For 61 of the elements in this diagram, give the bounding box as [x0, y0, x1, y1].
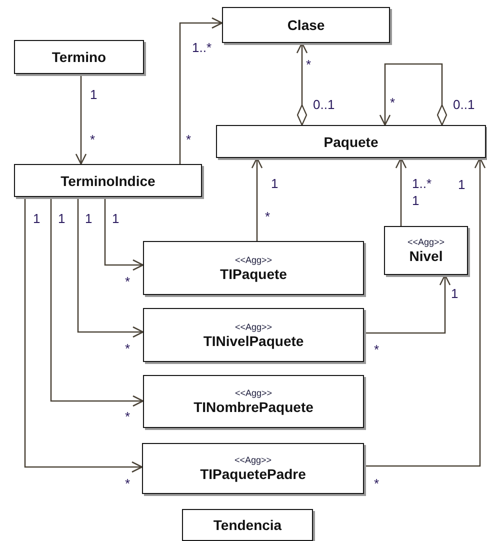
multiplicity-label: 1..* [412, 177, 432, 191]
association-line [364, 157, 486, 467]
association-line [296, 42, 308, 126]
multiplicity-label: 1 [112, 212, 120, 226]
multiplicity-label: * [306, 58, 312, 72]
multiplicity-label: * [125, 410, 130, 424]
association-line [379, 63, 448, 126]
multiplicity-label: 1 [33, 212, 40, 226]
association-line [251, 157, 263, 241]
class-box [143, 375, 364, 428]
class-name: TINombrePaquete [194, 399, 314, 415]
class-name: TINivelPaquete [203, 332, 304, 348]
stereotype-label: <<Agg>> [234, 388, 272, 399]
association-line [50, 197, 144, 407]
multiplicity-label: * [374, 477, 380, 491]
class-name: TIPaquetePadre [200, 466, 306, 482]
stereotype-label: <<Agg>> [234, 322, 272, 332]
multiplicity-label: * [390, 96, 396, 110]
multiplicity-label: 1 [85, 212, 92, 226]
association-line [104, 197, 144, 271]
stereotype-label: <<Agg>> [234, 254, 272, 266]
association-line [395, 157, 407, 226]
multiplicity-label: * [125, 275, 130, 289]
class-box [384, 226, 468, 275]
multiplicity-label: 0..1 [313, 98, 335, 112]
multiplicity-label: * [125, 342, 130, 356]
association-line [77, 197, 144, 338]
class-name: TerminoIndice [60, 172, 156, 188]
class-box [143, 308, 364, 362]
association-line [364, 274, 451, 334]
class-name: TIPaquete [220, 266, 287, 282]
multiplicity-label: * [90, 133, 96, 147]
multiplicity-label: * [186, 133, 192, 147]
multiplicity-label: * [265, 210, 270, 224]
multiplicity-label: 1 [458, 178, 466, 192]
class-name: Tendencia [213, 517, 282, 533]
multiplicity-label: 0..1 [453, 98, 475, 112]
multiplicity-label: 1 [58, 212, 66, 226]
multiplicity-label: 1..* [192, 41, 212, 55]
association-line [75, 74, 87, 165]
class-name: Nivel [409, 248, 443, 264]
stereotype-label: <<Agg>> [407, 237, 445, 248]
class-name: Paquete [324, 134, 378, 150]
class-box [14, 40, 144, 74]
multiplicity-label: * [374, 343, 380, 357]
class-box [216, 125, 486, 158]
stereotype-label: <<Agg>> [234, 455, 272, 466]
association-line [24, 197, 143, 473]
class-box [222, 7, 390, 43]
multiplicity-label: 1 [90, 88, 98, 102]
multiplicity-label: 1 [412, 194, 420, 208]
multiplicity-label: 1 [271, 177, 278, 191]
class-name: Clase [287, 17, 325, 33]
class-box [182, 509, 313, 541]
class-box [142, 443, 364, 494]
class-box [143, 241, 364, 295]
multiplicity-label: 1 [451, 287, 458, 301]
class-box [14, 164, 202, 197]
association-line [179, 17, 223, 164]
multiplicity-label: * [125, 477, 130, 491]
class-name: Termino [52, 49, 106, 65]
